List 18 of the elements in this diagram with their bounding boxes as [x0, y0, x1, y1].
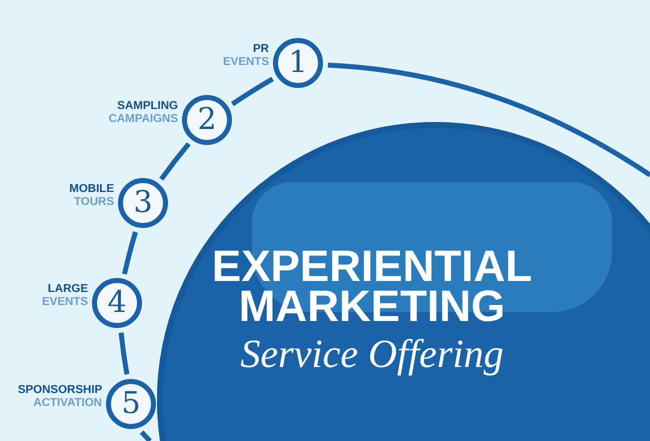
- service-label: SPONSORSHIP ACTIVATION: [18, 384, 102, 410]
- number-circle: 2: [182, 95, 232, 145]
- subheading: Service Offering: [239, 330, 505, 377]
- number-circle: 4: [92, 278, 142, 328]
- heading: EXPERIENTIAL MARKETING: [210, 247, 534, 327]
- service-label: LARGE EVENTS: [42, 283, 88, 309]
- number-circle: 3: [118, 178, 168, 228]
- number-circle: 1: [273, 38, 323, 88]
- service-label: PR EVENTS: [222, 43, 269, 69]
- arc-line: [328, 62, 650, 178]
- number-circle: 5: [106, 379, 156, 429]
- service-label: MOBILE TOURS: [69, 183, 114, 209]
- arc-line: [140, 430, 152, 441]
- arc-line: [159, 142, 191, 181]
- arc-line: [118, 332, 130, 375]
- arc-line: [122, 231, 138, 275]
- service-label: SAMPLING CAMPAIGNS: [108, 100, 178, 126]
- arc-line: [231, 76, 274, 106]
